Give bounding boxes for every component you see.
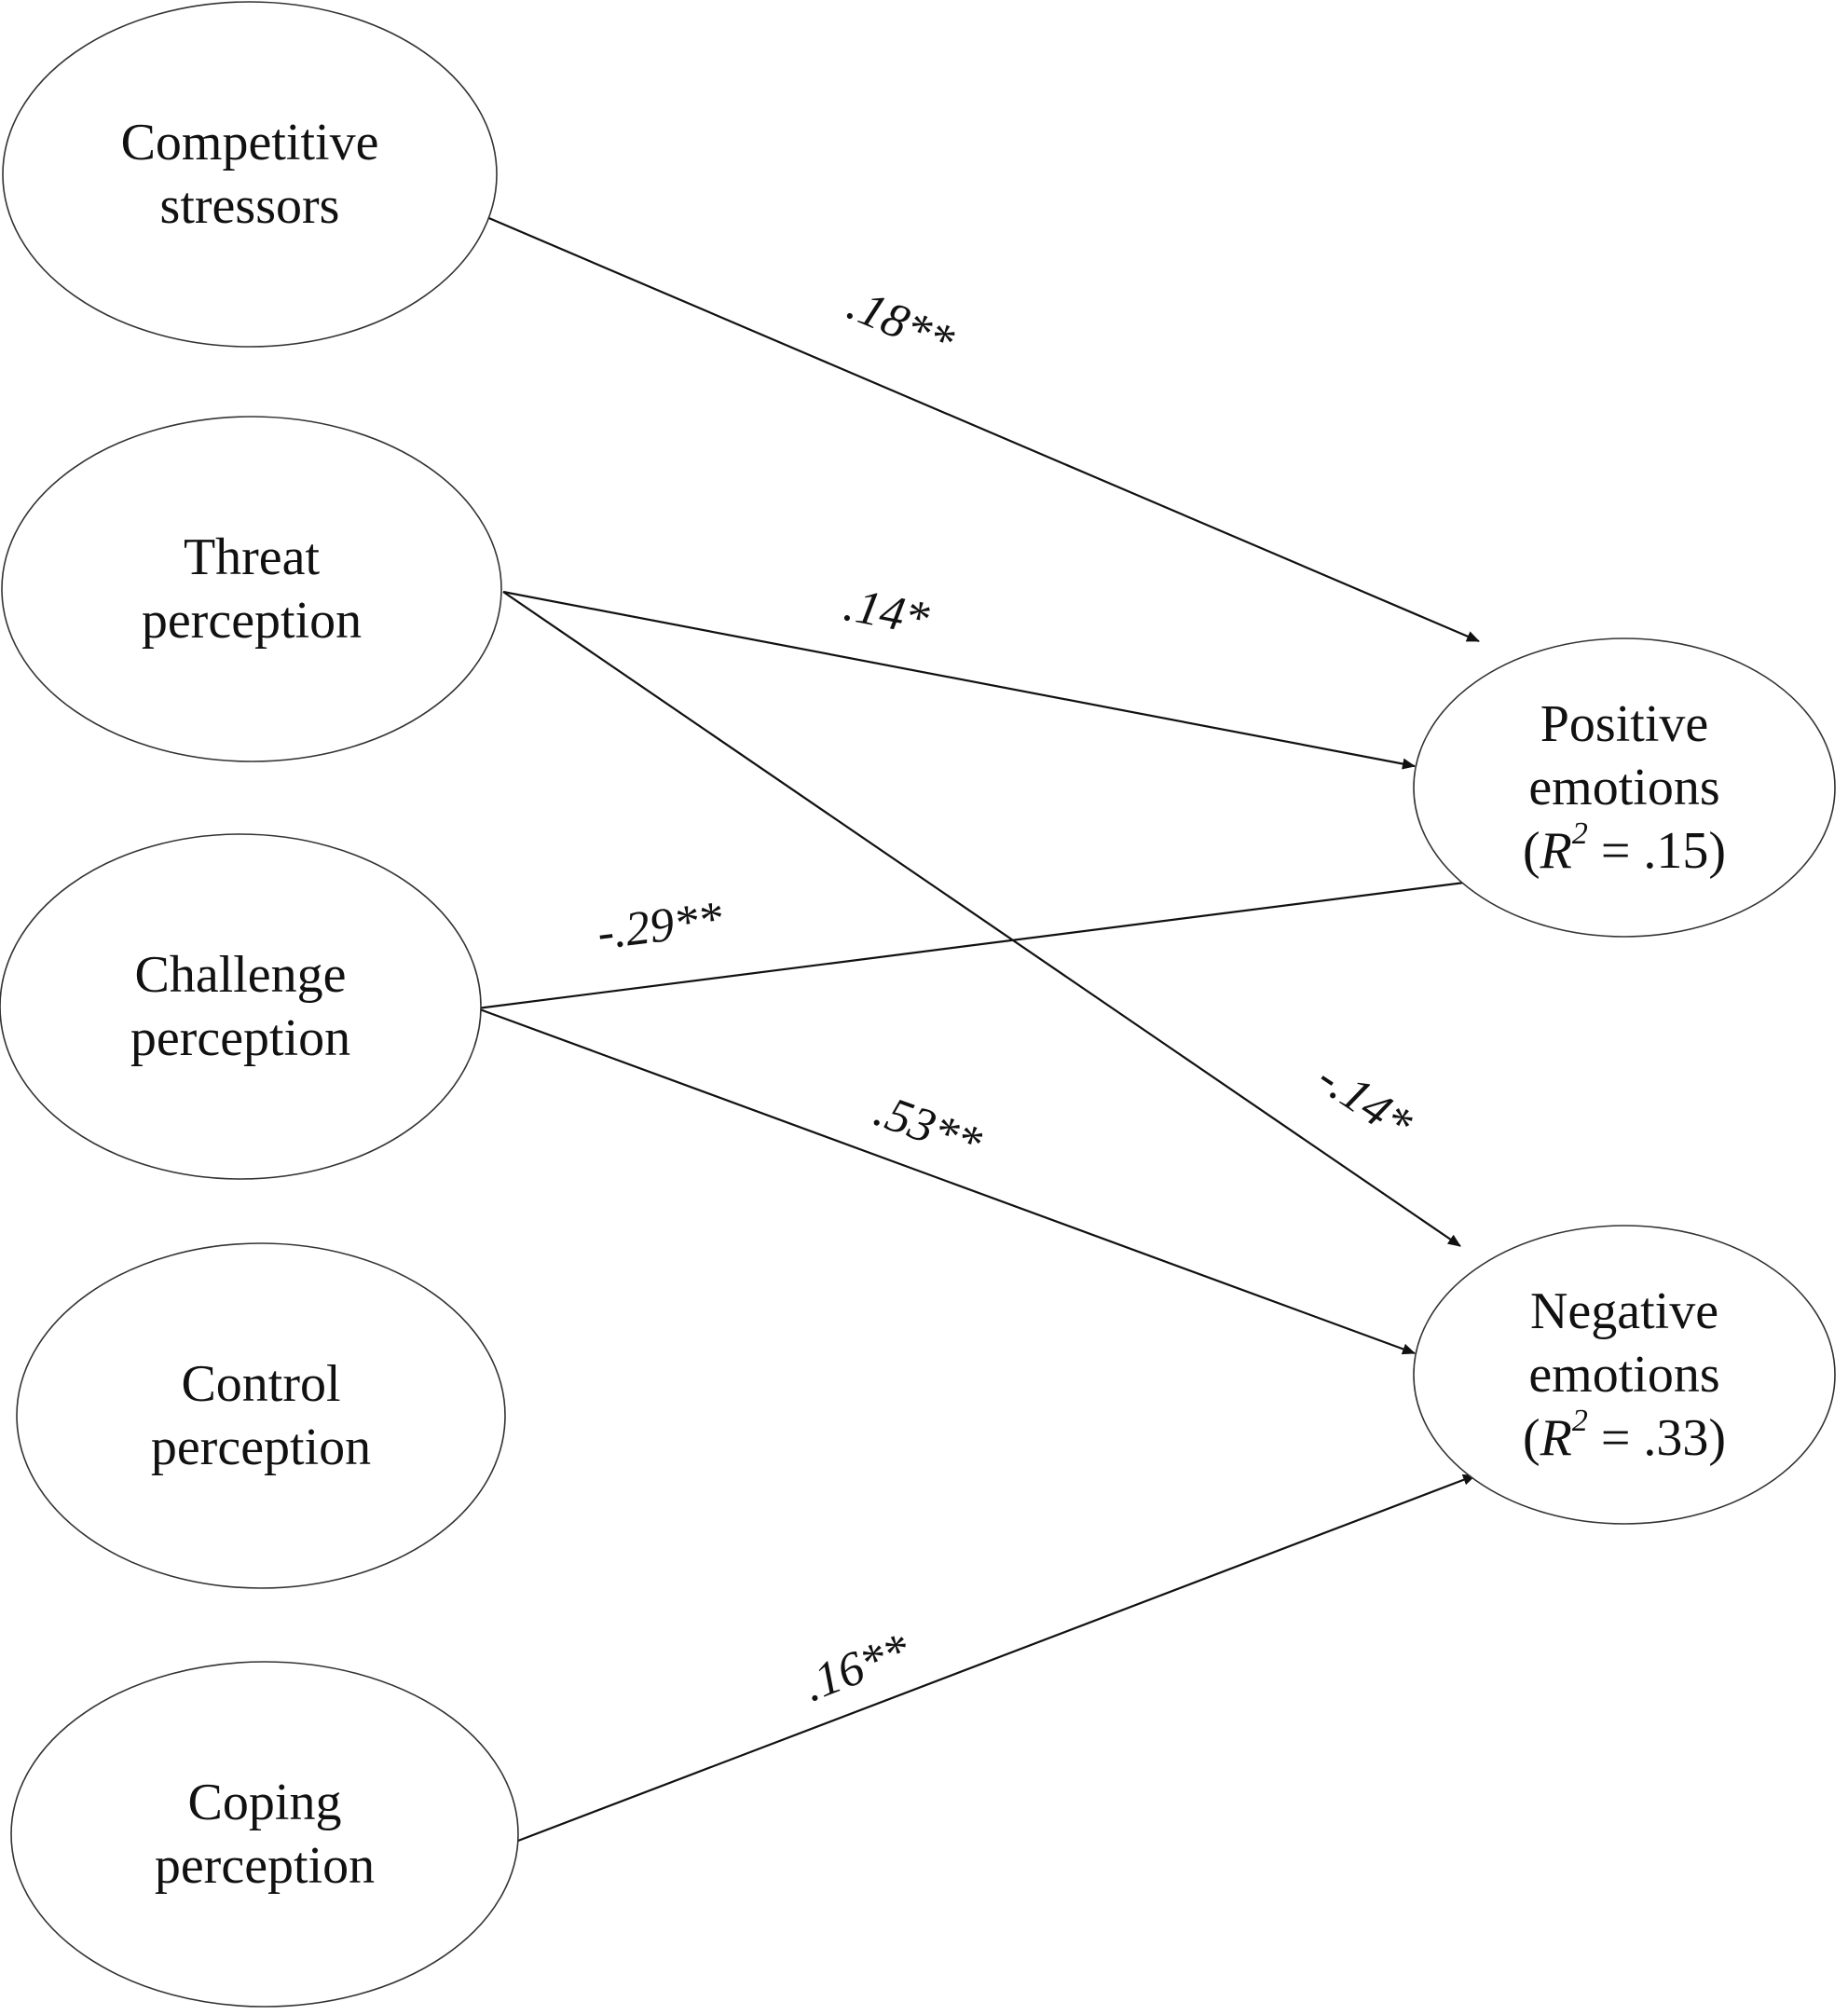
node-coping-label-line: Coping [188, 1774, 342, 1831]
node-negative: Negative emotions(R2 = .33) [1413, 1225, 1836, 1525]
node-positive-r-squared: (R2 = .15) [1523, 816, 1726, 880]
node-positive-label-line: Positive [1540, 695, 1708, 753]
edge-threat-to-positive [502, 590, 1416, 770]
edge-coefficient-label: -.14* [1307, 1050, 1421, 1151]
node-competitive: Competitive stressors [2, 1, 498, 348]
node-competitive-label-line: Competitive [121, 114, 379, 171]
node-negative-label-line: Negative [1530, 1282, 1718, 1340]
node-threat-ellipse [1, 416, 502, 762]
node-positive: Positive emotions(R2 = .15) [1413, 637, 1836, 938]
edge-coefficient-label: .18** [840, 278, 961, 369]
node-coping-ellipse [10, 1661, 519, 2008]
edge-coefficient-label: .14* [840, 578, 933, 646]
node-competitive-label-line: stressors [160, 177, 340, 235]
edge-coefficient-label: -.29** [595, 892, 725, 960]
node-threat-label-line: Threat [184, 528, 321, 586]
node-threat-label-line: perception [142, 592, 362, 650]
node-control-ellipse [16, 1242, 506, 1589]
node-threat: Threat perception [1, 416, 502, 762]
edges-layer [476, 214, 1480, 1843]
node-positive-ellipse [1413, 637, 1836, 938]
node-negative-ellipse [1413, 1225, 1836, 1525]
edge-coping-to-negative [517, 1474, 1476, 1843]
node-challenge-label-line: Challenge [134, 946, 346, 1004]
node-negative-r-squared: (R2 = .33) [1523, 1404, 1726, 1467]
node-control: Control perception [16, 1242, 506, 1589]
node-challenge-label-line: perception [130, 1009, 350, 1067]
edge-threat-to-negative [502, 591, 1461, 1247]
node-positive-label-line: emotions [1528, 759, 1719, 816]
node-control-label-line: perception [151, 1419, 371, 1476]
edge-labels-layer: .18**.14*-.14*-.29**.53**.16** [595, 278, 1421, 1712]
node-control-label-line: Control [181, 1355, 340, 1413]
node-coping: Coping perception [10, 1661, 519, 2008]
edge-coefficient-label: .16** [796, 1624, 917, 1712]
node-challenge-ellipse [0, 833, 482, 1180]
node-competitive-ellipse [2, 1, 498, 348]
node-negative-label-line: emotions [1528, 1346, 1719, 1404]
edge-challenge-to-positive [476, 876, 1480, 1010]
edge-challenge-to-negative [476, 1007, 1416, 1355]
node-coping-label-line: perception [155, 1837, 375, 1895]
edge-competitive-to-positive [484, 214, 1480, 643]
